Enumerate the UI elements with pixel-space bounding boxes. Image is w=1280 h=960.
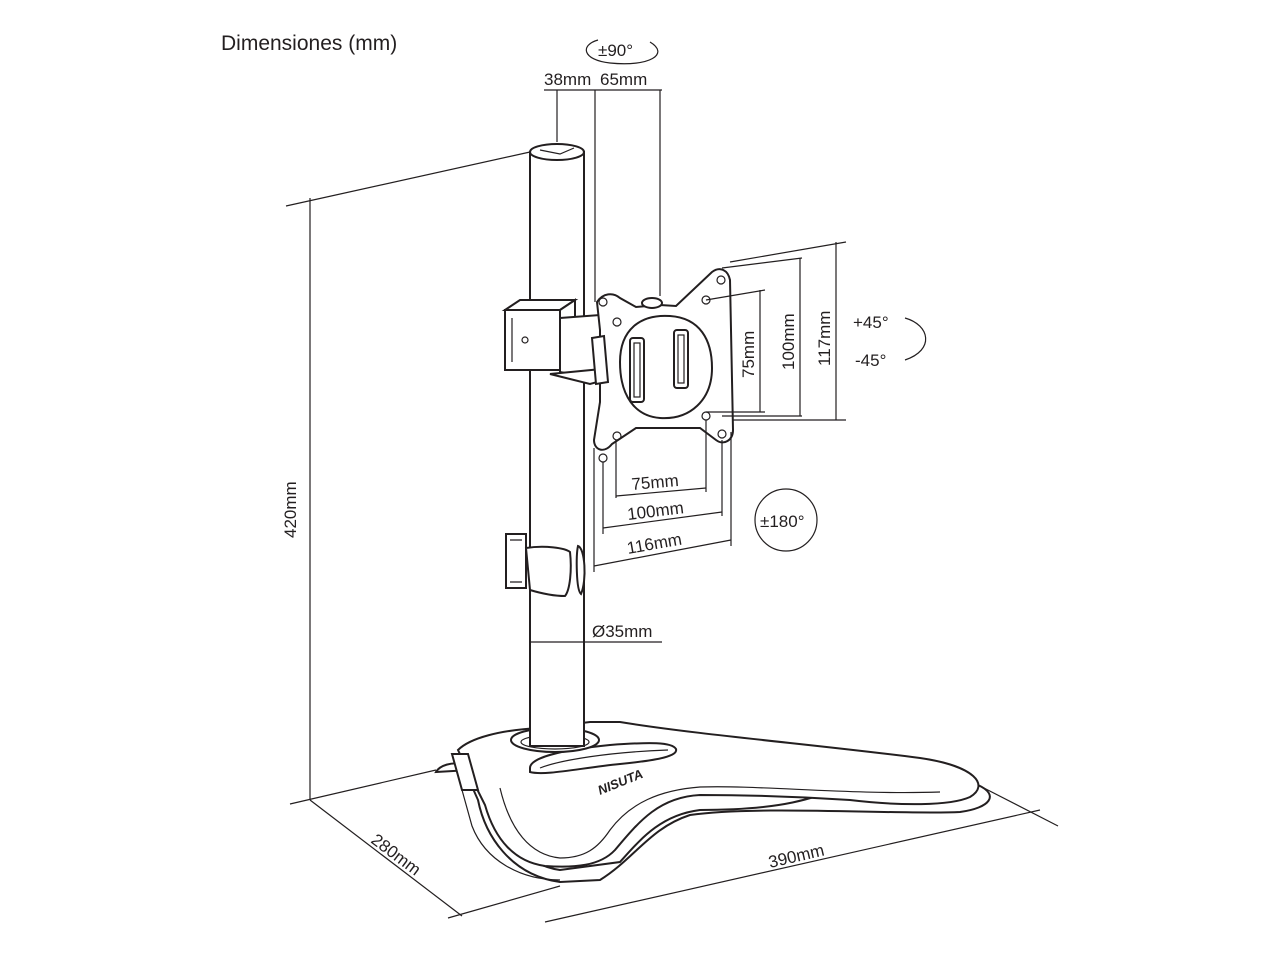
rotate-arrow-icon: [754, 488, 818, 552]
plate-width-label: 116mm: [625, 530, 683, 558]
swivel-arrow-icon: [585, 39, 659, 65]
dimension-lines: [285, 89, 1059, 923]
vesa-v100-label: 100mm: [779, 313, 798, 370]
vesa-h75-label: 75mm: [631, 471, 680, 494]
tilt-arrow-icon: [904, 317, 927, 361]
tilt-up-label: +45°: [853, 313, 889, 332]
rotation-swivel-label: ±90°: [598, 41, 633, 60]
pole-diameter-label: Ø35mm: [592, 622, 652, 641]
vesa-h100-label: 100mm: [626, 498, 685, 524]
page-title: Dimensiones (mm): [221, 32, 398, 55]
base-depth-label: 280mm: [368, 830, 425, 879]
base-width-label: 390mm: [767, 841, 827, 872]
rotation-arrows: [585, 39, 927, 552]
rotation-full-label: ±180°: [760, 512, 805, 531]
pole: [505, 143, 586, 747]
vesa-plate: [590, 268, 735, 463]
stand-base: NISUTA: [434, 721, 991, 884]
plate-height-label: 117mm: [815, 311, 834, 366]
vesa-v75-label: 75mm: [739, 331, 758, 378]
offset-column-label: 38mm: [544, 70, 591, 89]
offset-bracket-label: 65mm: [600, 70, 647, 89]
height-label: 420mm: [281, 481, 300, 538]
tilt-down-label: -45°: [855, 351, 886, 370]
